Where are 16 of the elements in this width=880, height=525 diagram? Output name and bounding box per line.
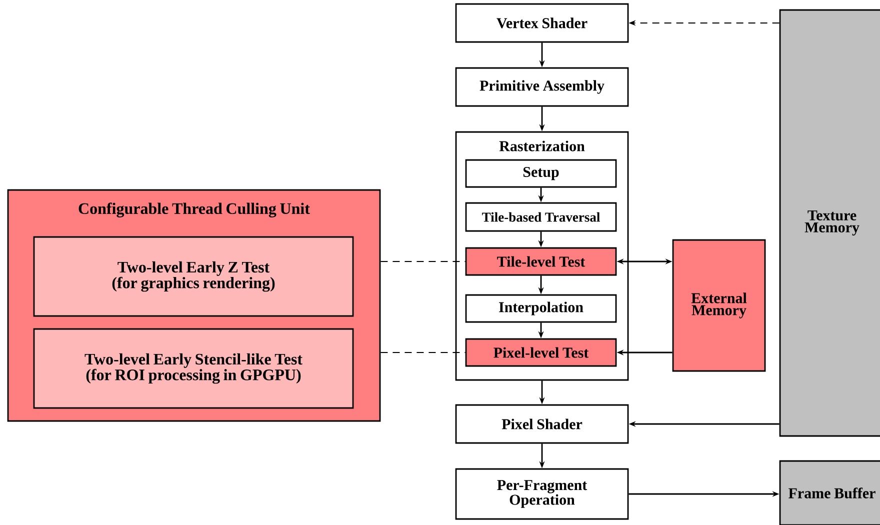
test-box: Pixel-level Test <box>465 338 617 367</box>
test-box: Two-level Early Stencil-like Test (for ROI processing in GPGPU) <box>33 328 354 409</box>
stage-box: Setup <box>465 159 617 188</box>
test-box: Tile-level Test <box>465 247 617 276</box>
stage-box: Interpolation <box>465 294 617 323</box>
zoom-line <box>380 352 466 353</box>
buffer-box: Frame Buffer <box>779 460 880 525</box>
stage-box: Pixel Shader <box>455 404 629 444</box>
memory-box: External Memory <box>672 239 766 372</box>
stage-box: Vertex Shader <box>455 3 629 43</box>
test-box: Two-level Early Z Test (for graphics rendering) <box>33 236 354 317</box>
stage-box: Primitive Assembly <box>455 67 629 107</box>
zoom-line <box>380 261 466 262</box>
stage-box: Tile-based Traversal <box>465 202 617 232</box>
memory-box: Texture Memory <box>779 9 880 437</box>
stage-box: Per-Fragment Operation <box>455 468 629 520</box>
